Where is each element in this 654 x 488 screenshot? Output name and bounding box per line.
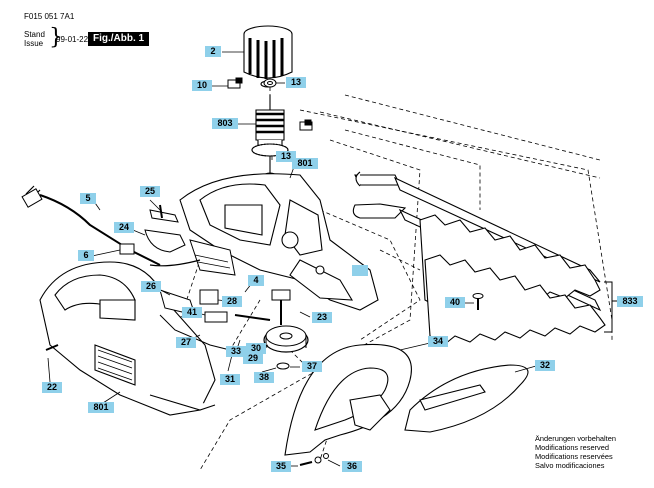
callout-28: 28 [222, 296, 242, 307]
callout-31: 31 [220, 374, 240, 385]
callout-23: 23 [312, 312, 332, 323]
issue-label: Issue [24, 39, 44, 48]
stand-label: Stand [24, 30, 45, 39]
modification-notes: Änderungen vorbehalten Modifications res… [535, 434, 616, 470]
callout-30: 30 [246, 343, 266, 354]
callout-22: 22 [42, 382, 62, 393]
callout-34: 34 [428, 336, 448, 347]
note-de: Änderungen vorbehalten [535, 434, 616, 443]
callout-36: 36 [342, 461, 362, 472]
callout-empty [352, 265, 368, 276]
callout-33: 33 [226, 346, 246, 357]
callout-26: 26 [141, 281, 161, 292]
note-fr: Modifications reservées [535, 452, 613, 461]
callout-801-b: 801 [88, 402, 114, 413]
callout-35: 35 [271, 461, 291, 472]
callout-32: 32 [535, 360, 555, 371]
doc-number: F015 051 7A1 [24, 12, 75, 21]
callout-4: 4 [248, 275, 264, 286]
callout-40: 40 [445, 297, 465, 308]
callout-10: 10 [192, 80, 212, 91]
callout-25: 25 [140, 186, 160, 197]
callout-2: 2 [205, 46, 221, 57]
issue-date: 99-01-22 [56, 35, 89, 44]
note-es: Salvo modificaciones [535, 461, 605, 470]
callout-37: 37 [302, 361, 322, 372]
callout-5: 5 [80, 193, 96, 204]
callout-833: 833 [617, 296, 643, 307]
callout-801: 801 [292, 158, 318, 169]
figure-label: Fig./Abb. 1 [88, 32, 150, 46]
callout-27: 27 [176, 337, 196, 348]
callout-29: 29 [243, 353, 263, 364]
callout-41: 41 [182, 307, 202, 318]
brace-icon: } [49, 25, 63, 50]
callout-13: 13 [286, 77, 306, 88]
callout-803: 803 [212, 118, 238, 129]
callout-24: 24 [114, 222, 134, 233]
callout-13-b: 13 [276, 151, 296, 162]
callout-6: 6 [78, 250, 94, 261]
note-en: Modifications reserved [535, 443, 609, 452]
callout-38: 38 [254, 372, 274, 383]
